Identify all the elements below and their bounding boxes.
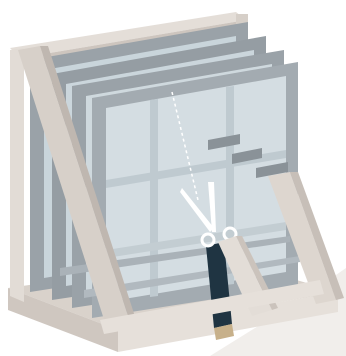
frame-left-post: [10, 48, 24, 302]
